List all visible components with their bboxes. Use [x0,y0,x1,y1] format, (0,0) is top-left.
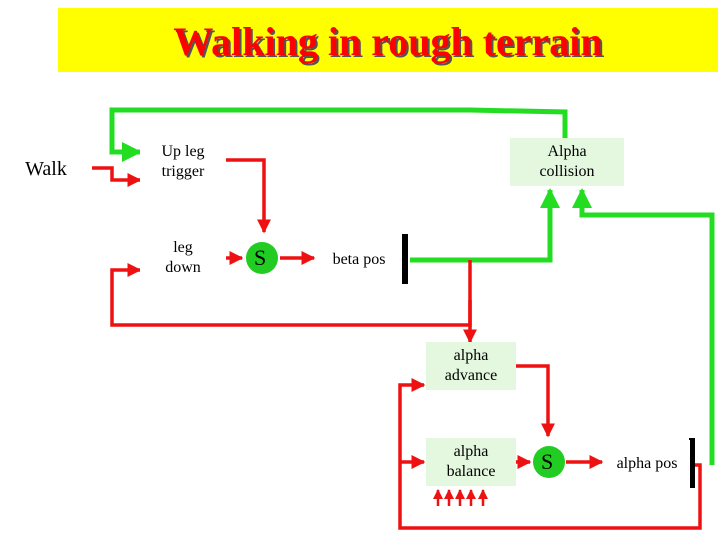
leg-down-box: leg down [140,234,226,282]
wire-green-alphapos-to-collision [572,188,715,465]
balance-input-arrows [433,489,488,506]
title-banner: Walking in rough terrain [58,8,718,72]
wire-red-advance-to-sum2 [516,364,555,438]
sum-node-1-label: S [254,245,267,270]
alpha-pos-box: alpha pos [604,440,690,488]
wire-green-beta-to-collision [410,188,560,263]
alpha-pos-bar [689,438,695,488]
beta-pos-bar [402,234,408,284]
walk-node: Walk [25,158,67,180]
page-title: Walking in rough terrain [173,19,603,64]
sum-node-2-shape [533,446,565,478]
beta-pos-box: beta pos [316,236,402,284]
sum-node-1-shape [246,242,278,274]
up-leg-trigger-box: Up leg trigger [140,138,226,186]
wire-green-top-loop [109,107,568,162]
wire-red-walk-to-upleg [92,166,142,187]
wire-red-upleg-to-sum [226,158,271,234]
alpha-collision-box: Alpha collision [510,138,624,186]
alpha-balance-box: alpha balance [426,438,516,486]
sum-node-2-label: S [541,449,554,474]
alpha-advance-box: alpha advance [426,342,516,390]
wire-red-alphapos-feedback [398,378,702,530]
